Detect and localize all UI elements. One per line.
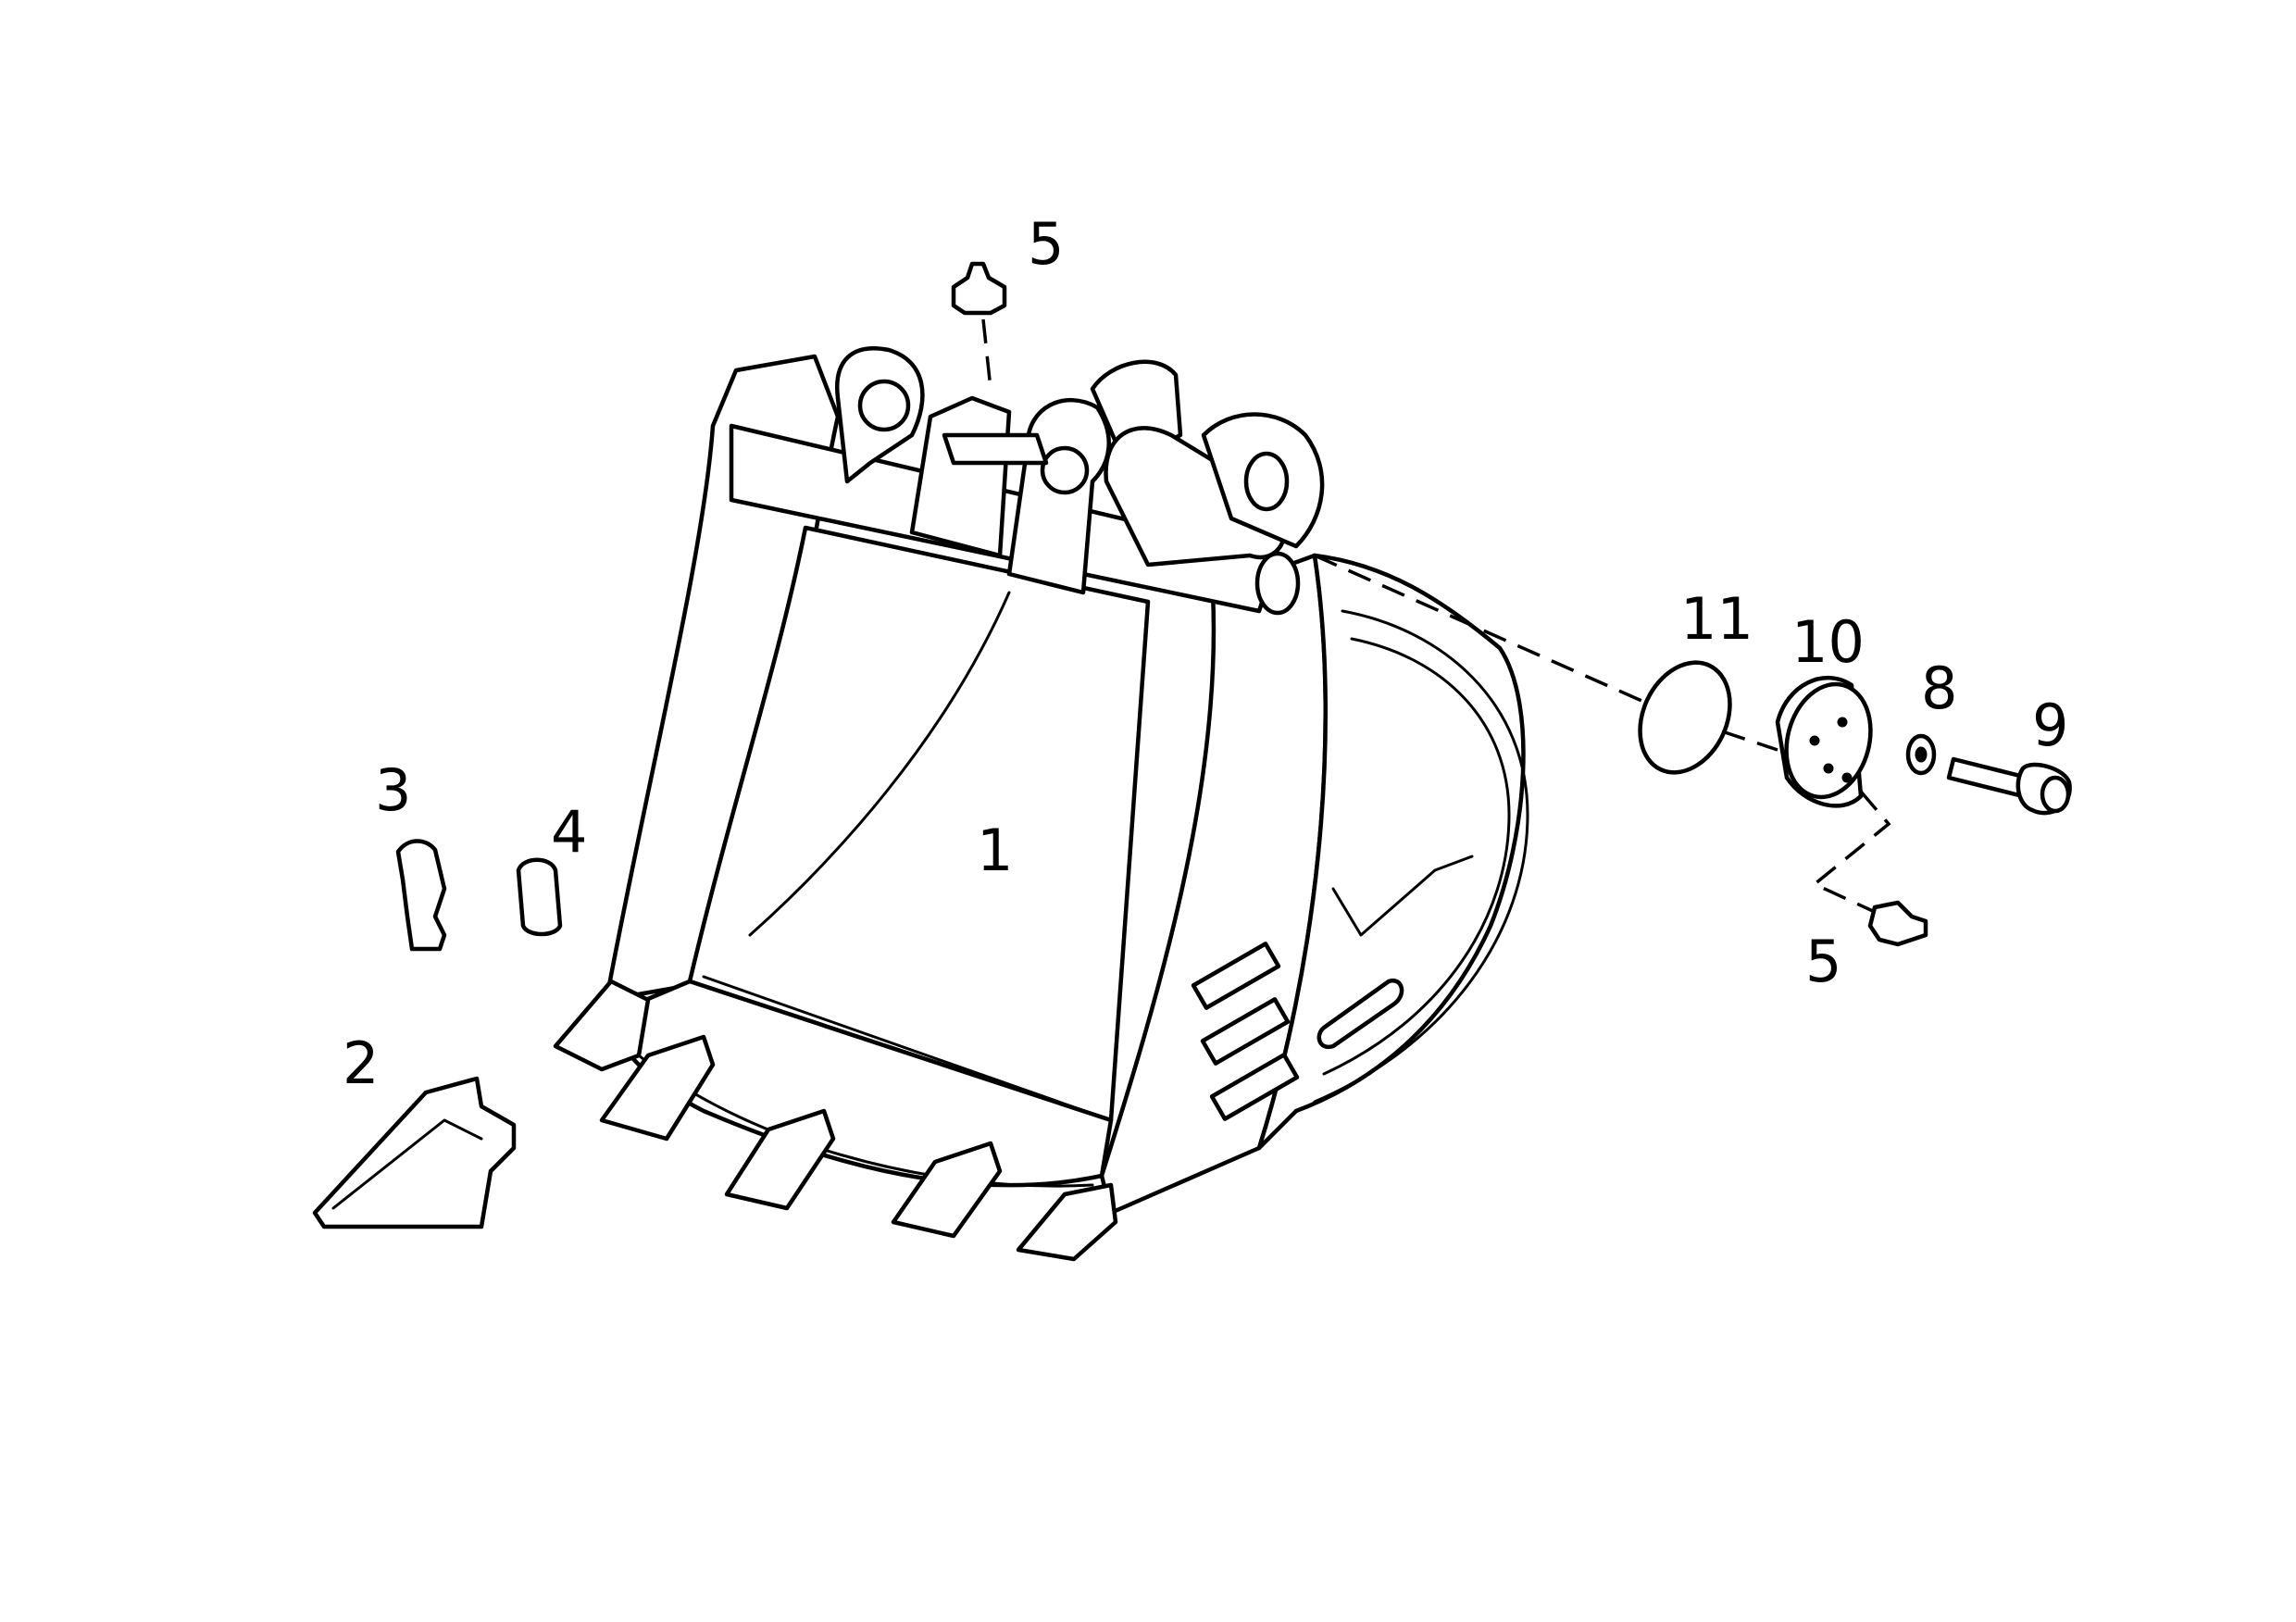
wear-block-1: [1191, 942, 1281, 1010]
callout-8: 8: [1921, 655, 1957, 722]
callout-4: 4: [551, 798, 587, 866]
tooth-lock: [395, 839, 447, 952]
grease-nipple-top-body: [951, 261, 1007, 316]
washer-hole: [1915, 746, 1928, 763]
bucket: [553, 346, 1529, 1262]
callout-11: 11: [1680, 585, 1753, 653]
tooth-adapter-5: [1016, 1182, 1118, 1262]
hose-loop-inner: [1322, 637, 1511, 1076]
bucket-hinge-pin: [942, 432, 1049, 466]
rubber-pin: [516, 857, 563, 937]
grease-nipple-right: [1811, 790, 1928, 947]
hose-bracket: [1331, 855, 1474, 937]
tooth-adapter-1: [553, 979, 651, 1072]
bolt: [1946, 756, 2072, 816]
tooth-tip-edge: [331, 1118, 483, 1210]
end-plate-hole-3: [1823, 763, 1834, 774]
bucket-lug-1-hole: [857, 379, 911, 432]
callout-5-right: 5: [1805, 928, 1841, 995]
end-plate-face: [1784, 681, 1873, 800]
o-ring-body: [1638, 660, 1732, 775]
tooth-tip-body: [312, 1076, 517, 1229]
tooth-adapter-3: [724, 1108, 836, 1211]
end-plate-hole-4: [1841, 772, 1853, 783]
wear-block-2: [1200, 997, 1291, 1066]
bucket-curved-shell: [1256, 553, 1526, 1151]
hose-loop: [1313, 609, 1529, 1104]
end-plate-hole-2: [1809, 735, 1820, 746]
bucket-lug-2: [909, 395, 1012, 558]
tooth-adapter-4: [891, 1141, 1003, 1239]
rubber-pin-body: [516, 857, 563, 937]
end-plate-hole-1: [1837, 717, 1848, 728]
callout-10: 10: [1791, 608, 1865, 676]
bucket-back-wall: [687, 525, 1151, 1123]
washer: [1905, 733, 1937, 776]
callout-2: 2: [343, 1029, 379, 1097]
callout-3: 3: [375, 756, 411, 824]
end-plate: [1775, 675, 1873, 808]
bucket-cross-tube: [729, 423, 1280, 614]
grease-nipple-right-leader: [1811, 790, 1891, 914]
bucket-lug-3-hole: [1040, 445, 1090, 495]
bucket-slot: [1316, 979, 1404, 1050]
bucket-back-wall-curve: [748, 591, 1011, 937]
grease-nipple-top: [951, 261, 1007, 390]
callout-5-top: 5: [1028, 210, 1064, 278]
bolt-shank: [1946, 756, 2030, 799]
tooth-lock-body: [395, 839, 447, 952]
bucket-ear-right-hole: [1243, 451, 1290, 512]
callout-1: 1: [977, 817, 1013, 884]
tooth-tip: [312, 1076, 517, 1229]
tooth-adapter-2: [599, 1034, 716, 1142]
bucket-cross-tube-end: [1254, 551, 1301, 616]
wear-block-3: [1209, 1053, 1300, 1121]
grease-nipple-right-body: [1867, 900, 1928, 947]
o-ring: [1638, 660, 1732, 775]
assembly-center-line: [1314, 554, 1778, 752]
callout-9: 9: [2032, 692, 2068, 759]
bolt-head-face: [2040, 775, 2071, 814]
grease-nipple-top-leader: [981, 318, 992, 390]
